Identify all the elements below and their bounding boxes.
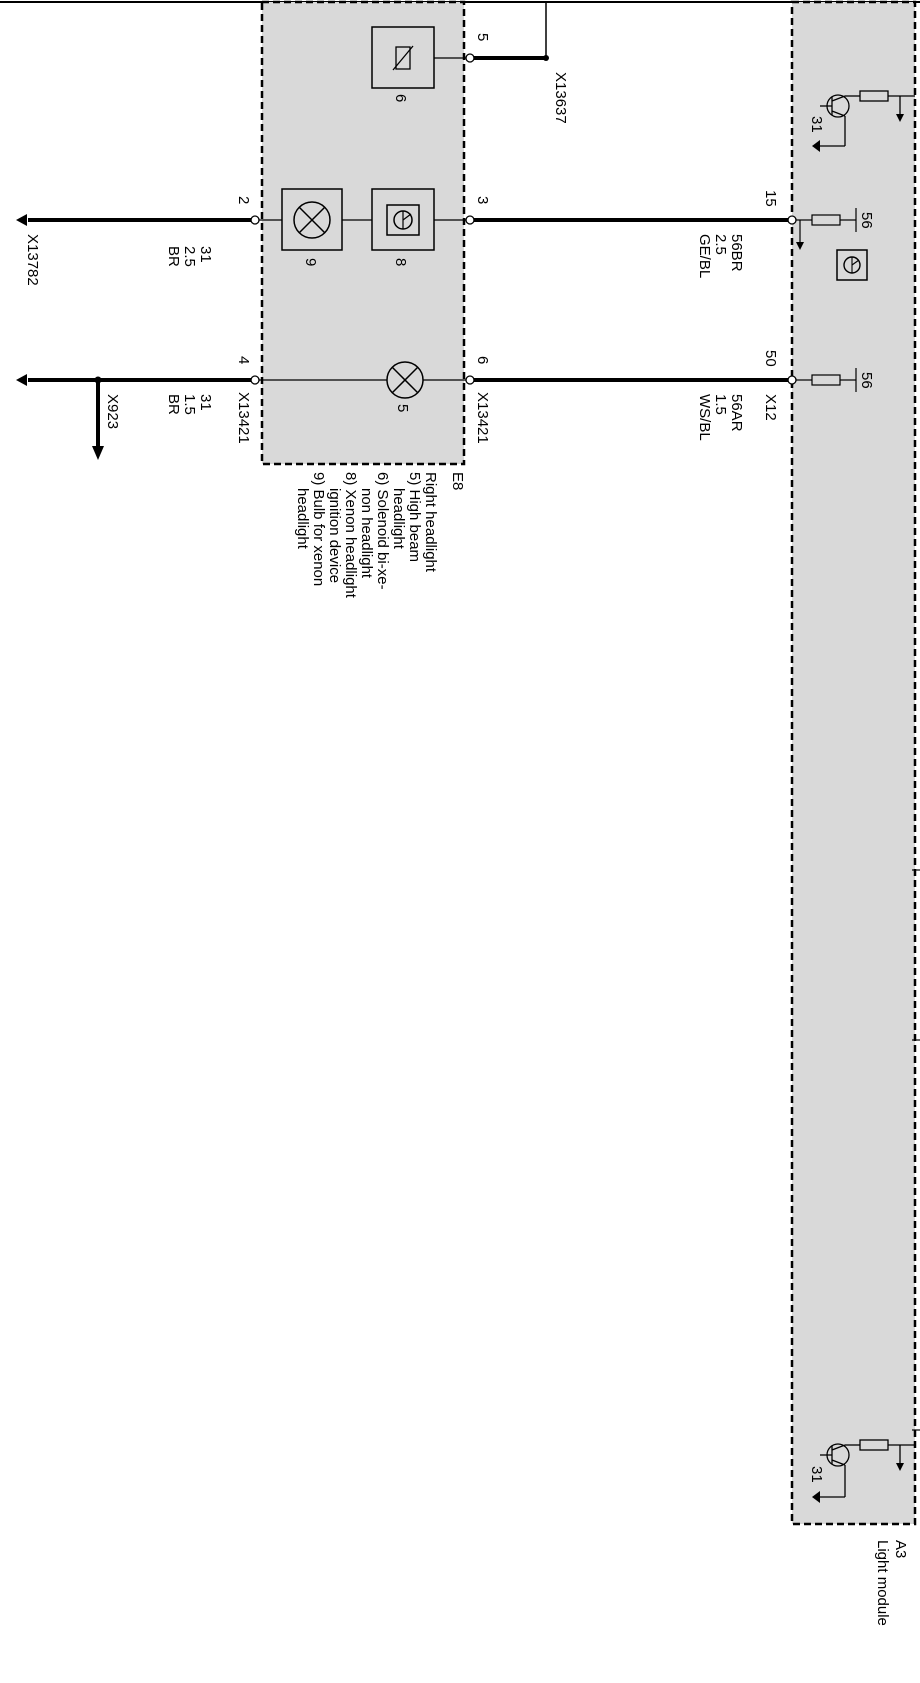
x923-arrow-icon bbox=[92, 446, 104, 460]
a3-internal-wiring bbox=[796, 208, 857, 392]
wire-right-mid-term: 56BR bbox=[728, 234, 745, 272]
pin-label-e8-2: 2 bbox=[235, 196, 252, 204]
part-label-9: 9 bbox=[302, 258, 319, 266]
e8-legend-line-7: 9) Bulb for xenon bbox=[310, 472, 327, 586]
e8-id-label: E8 bbox=[449, 472, 466, 490]
e8-legend-line-3: 6) Solenoid bi-xe- bbox=[374, 472, 391, 590]
pin-label-e8-5: 5 bbox=[474, 33, 491, 41]
connector-x13421-left: X13421 bbox=[235, 392, 252, 444]
ignition-device-8-icon bbox=[371, 188, 435, 251]
wire-left-bottom-term: 31 bbox=[197, 394, 214, 411]
connector-x13637: X13637 bbox=[552, 72, 569, 124]
a3-supply-mid-label: 56 bbox=[858, 212, 875, 229]
a3-ground-top-label: 31 bbox=[808, 116, 825, 133]
a3-transistor-top-icon bbox=[815, 90, 915, 147]
wire-right-bottom-term: 56AR bbox=[728, 394, 745, 432]
a3-edge-ticks bbox=[912, 869, 920, 1431]
a3-bottom-ground-tip-icon bbox=[812, 1491, 820, 1503]
wire-left-mid-size: 2.5 bbox=[181, 246, 198, 267]
wire-right-mid-color: GE/BL bbox=[696, 234, 713, 278]
x13782-bottom-arrow-icon bbox=[16, 374, 27, 386]
wire-left-mid-term: 31 bbox=[197, 246, 214, 263]
a3-top-ground-arrow-icon bbox=[896, 114, 904, 122]
pin-label-e8-3: 3 bbox=[474, 196, 491, 204]
wire-right-mid-size: 2.5 bbox=[712, 234, 729, 255]
part-label-8: 8 bbox=[392, 258, 409, 266]
e8-legend-line-1: 5) High beam bbox=[406, 472, 423, 562]
connector-x12: X12 bbox=[762, 394, 779, 421]
a3-mid-ground-arrow-icon bbox=[796, 242, 804, 250]
a3-ignition-symbol-icon bbox=[836, 249, 868, 281]
pin-label-a3-50: 50 bbox=[762, 350, 779, 367]
pin-label-a3-15: 15 bbox=[762, 190, 779, 207]
pin-label-e8-6: 6 bbox=[474, 356, 491, 364]
wire-left-bottom-size: 1.5 bbox=[181, 394, 198, 415]
wire-left-mid-color: BR bbox=[165, 246, 182, 267]
harness-wires bbox=[28, 56, 792, 382]
high-beam-5-icon bbox=[386, 361, 424, 399]
pin-label-e8-4: 4 bbox=[235, 356, 252, 364]
xenon-bulb-9-icon bbox=[281, 188, 343, 251]
a3-top-ground-tip-icon bbox=[812, 140, 820, 152]
e8-legend-line-6: ignition device bbox=[326, 488, 343, 583]
wire-right-bottom-color: WS/BL bbox=[696, 394, 713, 441]
a3-id-label: A3 bbox=[892, 1540, 909, 1558]
e8-legend-line-4: non headlight bbox=[358, 488, 375, 579]
connector-x923: X923 bbox=[104, 394, 121, 429]
a3-light-module-box bbox=[790, 0, 917, 1526]
a3-title: Light module bbox=[874, 1540, 891, 1626]
x13782-arrow-icon bbox=[16, 214, 27, 226]
part-label-6: 6 bbox=[392, 94, 409, 102]
solenoid-6-icon bbox=[371, 26, 435, 89]
part-label-5: 5 bbox=[394, 404, 411, 412]
connector-x13421-right: X13421 bbox=[474, 392, 491, 444]
a3-bottom-ground-arrow-icon bbox=[896, 1463, 904, 1471]
e8-title: Right headlight bbox=[422, 472, 439, 573]
e8-legend-line-8: headlight bbox=[294, 488, 311, 550]
a3-ground-bottom-label: 31 bbox=[808, 1466, 825, 1483]
connector-x13782: X13782 bbox=[24, 234, 41, 286]
wire-right-bottom-size: 1.5 bbox=[712, 394, 729, 415]
e8-legend-line-5: 8) Xenon headlight bbox=[342, 472, 359, 599]
e8-legend-line-2: headlight bbox=[390, 488, 407, 550]
wire-left-bottom-color: BR bbox=[165, 394, 182, 415]
x13637-splice-dot bbox=[543, 55, 549, 61]
a3-supply-bottom-label: 56 bbox=[858, 372, 875, 389]
